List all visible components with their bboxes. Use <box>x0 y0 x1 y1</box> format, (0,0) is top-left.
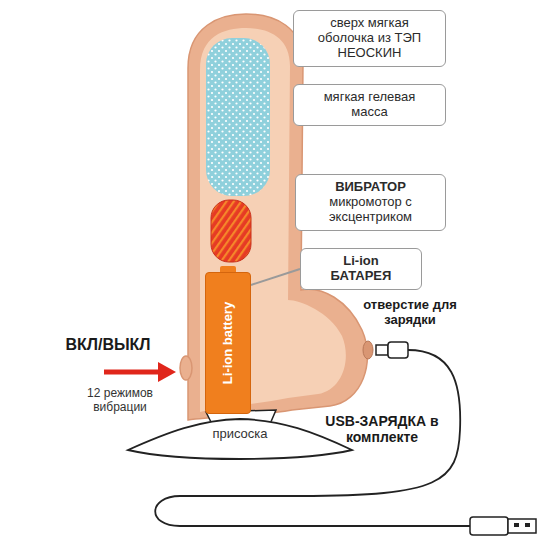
cable-plug <box>388 342 408 358</box>
cable-plug <box>376 345 388 355</box>
callout-heading: ВИБРАТОР <box>306 180 436 195</box>
callout-heading: Li-ion БАТАРЕЯ <box>321 254 401 284</box>
callout-text: сверх мягкая оболочка из ТЭП НЕОСКИН <box>311 16 429 61</box>
button-label: ВКЛ/ВЫКЛ <box>48 336 168 354</box>
usb-plug-slot <box>525 523 530 527</box>
callout-text: мягкая гелевая масса <box>315 90 425 120</box>
usb-plug-metal <box>508 519 536 533</box>
usb-plug-slot <box>514 523 519 527</box>
battery-cell: Li-ion battery <box>205 272 251 414</box>
battery-text: Li-ion battery <box>221 288 236 398</box>
callout-box: сверх мягкая оболочка из ТЭП НЕОСКИН <box>293 10 446 67</box>
part-label: присоска <box>190 427 290 442</box>
vibration-motor <box>211 200 251 262</box>
gel-core <box>206 38 270 196</box>
charging-port <box>363 341 373 359</box>
pointer-arrow-head <box>158 362 176 382</box>
leader-connector <box>251 269 300 285</box>
kit-note: USB-ЗАРЯДКА в комплекте <box>316 413 448 445</box>
suction-cup <box>128 419 352 459</box>
callout-box: Li-ion БАТАРЕЯ <box>300 248 422 290</box>
power-button <box>180 356 192 380</box>
callout-text: микромотор с эксцентриком <box>316 195 426 225</box>
usb-plug <box>470 517 508 535</box>
modes-note: 12 режимов вибрации <box>70 387 170 415</box>
pointer-arrow <box>104 370 160 375</box>
callout-box: мягкая гелевая масса <box>293 84 446 126</box>
callout-box: ВИБРАТОРмикромотор с эксцентриком <box>295 174 446 231</box>
port-label: отверстие для зарядки <box>355 298 465 328</box>
